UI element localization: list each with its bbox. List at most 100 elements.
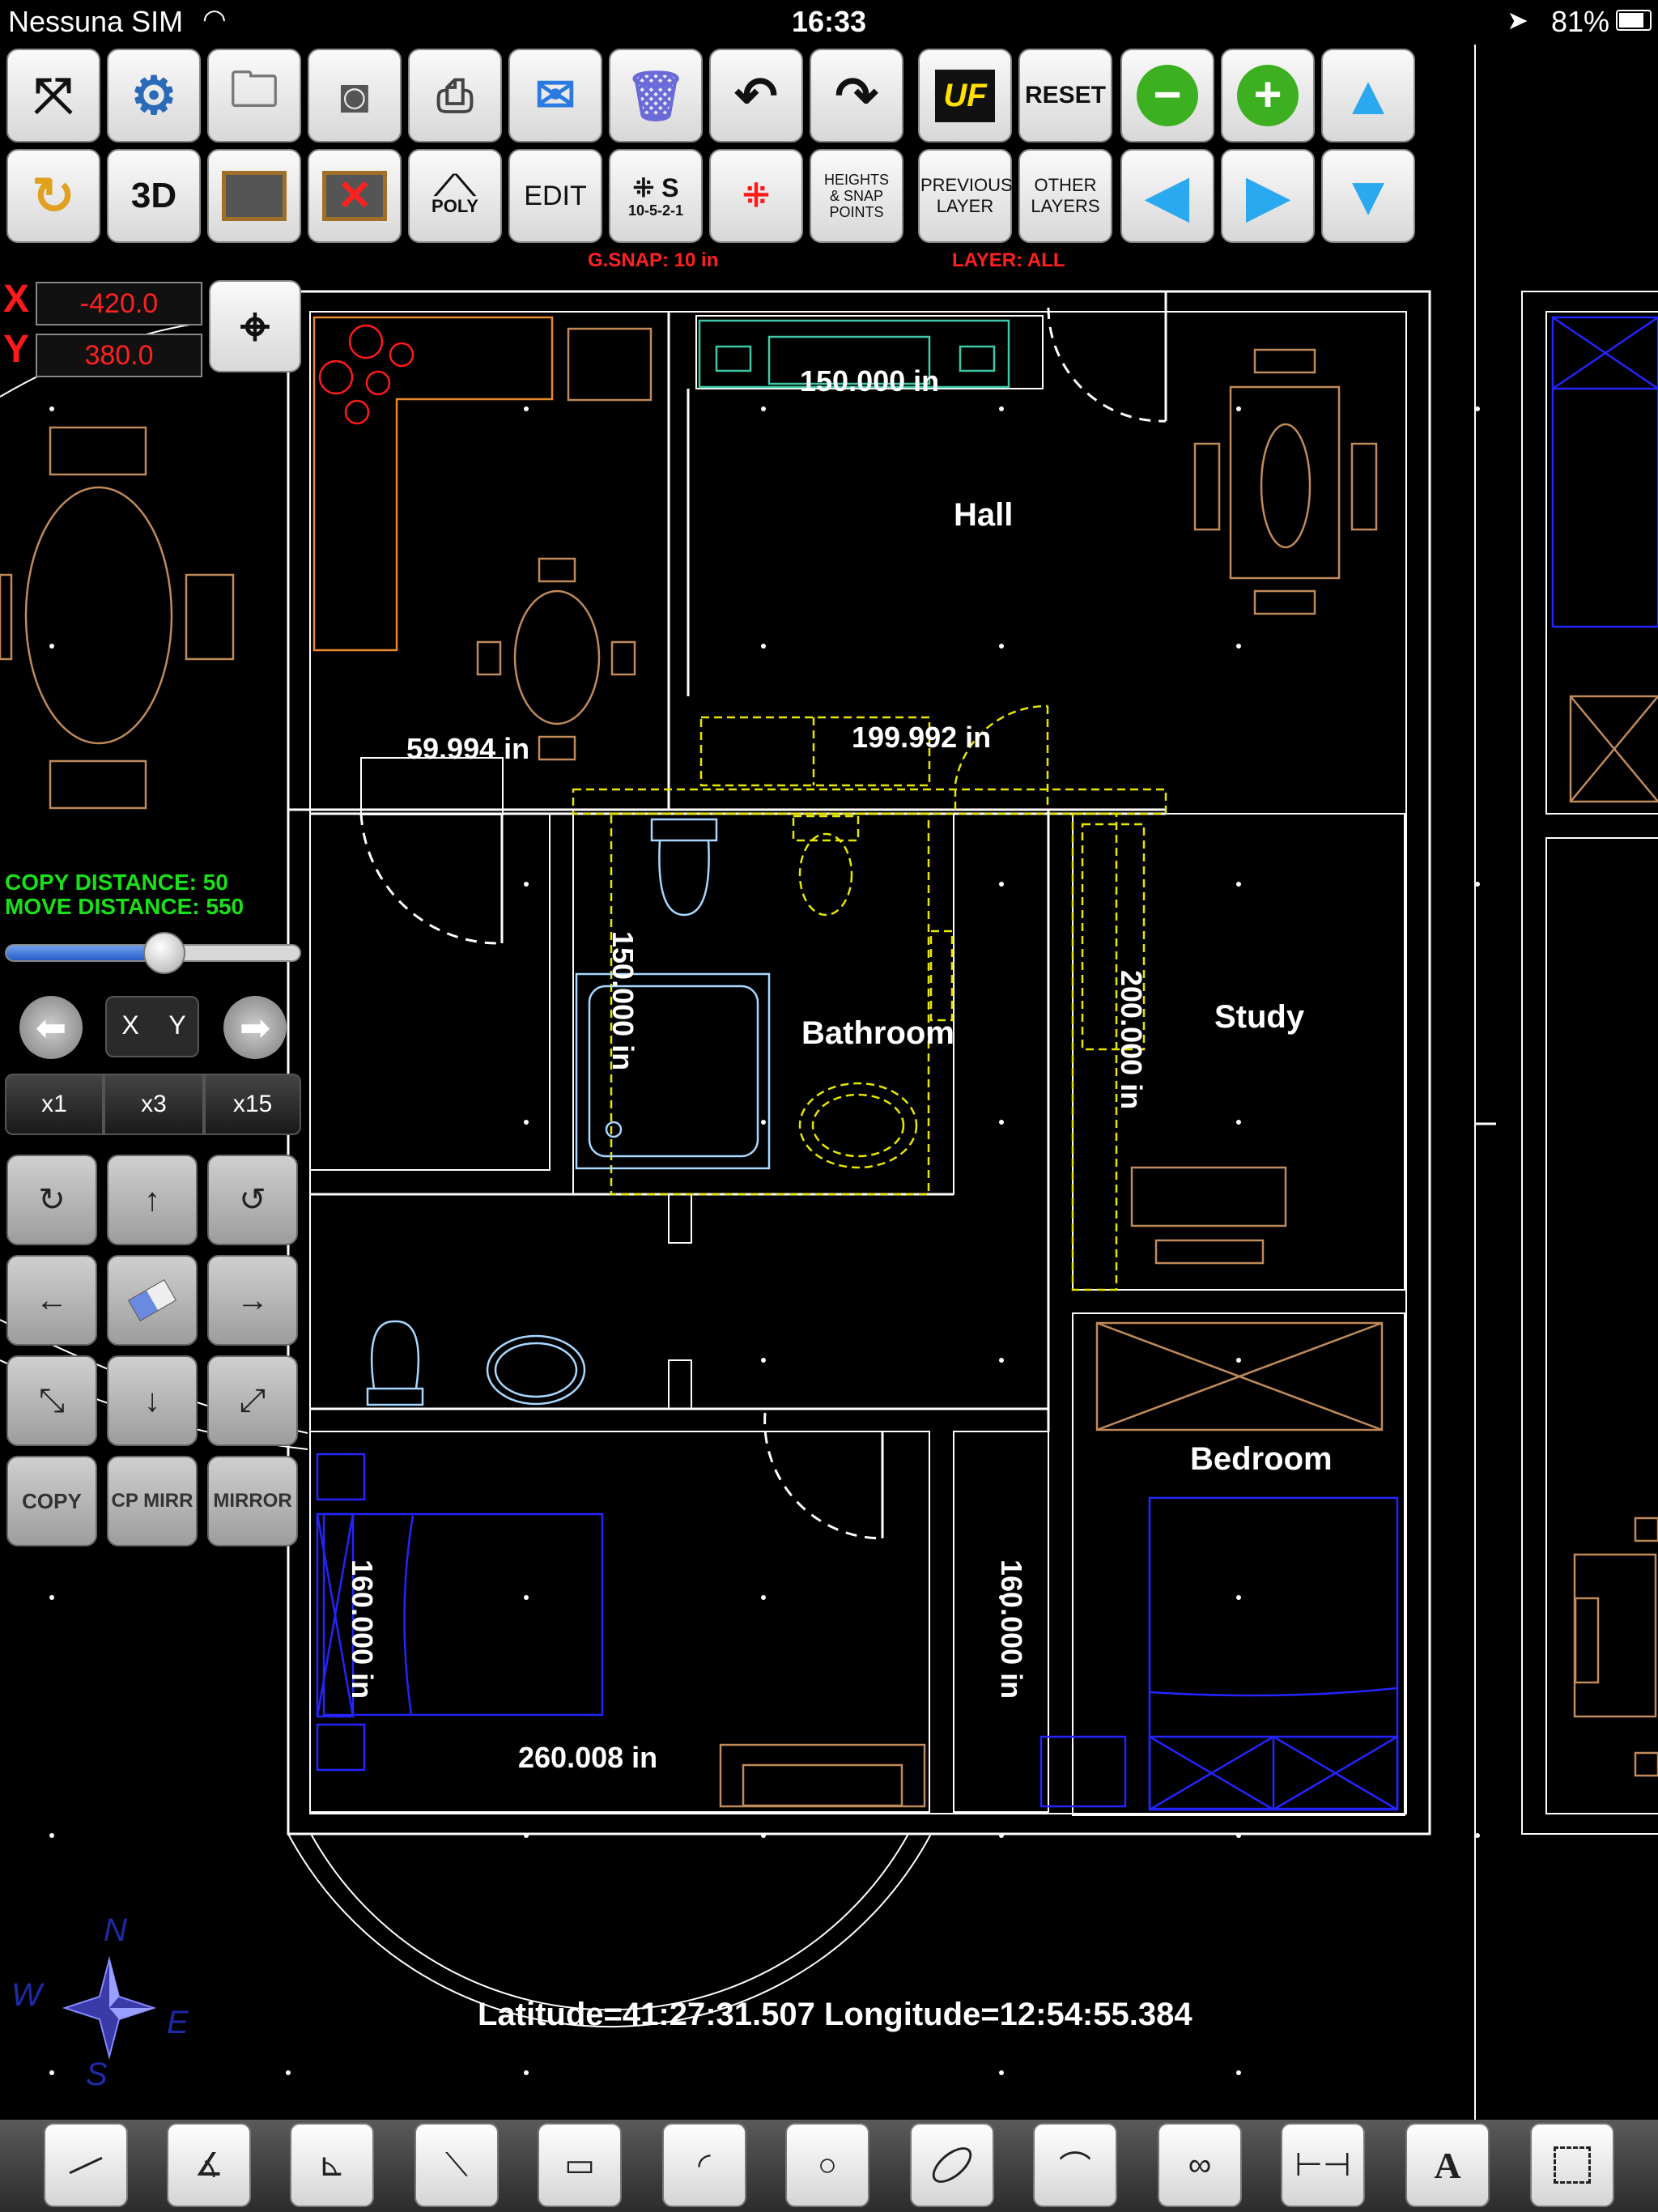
email-button[interactable]: ✉ xyxy=(508,49,602,143)
background-image-button[interactable] xyxy=(207,149,301,243)
print-button[interactable]: ⎙ xyxy=(408,49,502,143)
reset-button[interactable]: RESET xyxy=(1018,49,1112,143)
3d-button[interactable]: 3D xyxy=(107,149,201,243)
copy-distance-label: COPY DISTANCE: 50 xyxy=(5,870,228,895)
pan-down-button[interactable]: ▼ xyxy=(1321,149,1415,243)
ellipse-tool-button[interactable] xyxy=(910,2123,994,2207)
circle-tool-button[interactable]: ○ xyxy=(785,2123,869,2207)
room-label-study: Study xyxy=(1214,999,1305,1035)
zoom-out-button[interactable]: − xyxy=(1120,49,1214,143)
compass-w: W xyxy=(11,1977,42,2013)
picture-icon xyxy=(222,171,287,221)
settings-button[interactable]: ⚙ xyxy=(107,49,201,143)
poly-button[interactable]: ⟋⟍POLY xyxy=(408,149,502,243)
axis-x-toggle[interactable]: X xyxy=(121,1010,139,1040)
x-coord-field[interactable]: -420.0 xyxy=(36,282,202,325)
text-icon: A xyxy=(1434,2144,1461,2186)
copy-button[interactable]: COPY xyxy=(6,1456,97,1546)
move-left-button[interactable]: ← xyxy=(6,1255,97,1346)
rotate-ccw-button[interactable]: ↺ xyxy=(207,1155,298,1245)
wifi-icon: ◠ xyxy=(202,4,227,35)
text-tool-button[interactable]: A xyxy=(1405,2123,1490,2207)
open-file-button[interactable]: 🗀 xyxy=(207,49,301,143)
select-rect-tool-button[interactable] xyxy=(1530,2123,1614,2207)
triangle-left-icon: ◀ xyxy=(1146,164,1189,227)
rotate-cw-button[interactable]: ↻ xyxy=(6,1155,97,1245)
zoom-in-button[interactable]: + xyxy=(1221,49,1315,143)
redo-button[interactable]: ↷ xyxy=(810,49,903,143)
line-tool-button[interactable] xyxy=(44,2123,128,2207)
step-forward-button[interactable]: ➡ xyxy=(223,996,287,1059)
compass-icon xyxy=(62,1956,157,2060)
snap-points-button[interactable]: ⁜ xyxy=(709,149,803,243)
dimension-tool-button[interactable]: ⊢⊣ xyxy=(1281,2123,1365,2207)
other-layers-button[interactable]: OTHER LAYERS xyxy=(1018,149,1112,243)
multiplier-x3[interactable]: x3 xyxy=(104,1074,204,1135)
multiplier-x15[interactable]: x15 xyxy=(204,1074,301,1135)
offset-line-icon: ⟍ xyxy=(445,2146,468,2183)
door-hall xyxy=(1047,307,1167,423)
copy-mirror-button[interactable]: CP MIRR xyxy=(107,1456,198,1546)
folder-icon: 🗀 xyxy=(230,62,278,117)
pan-up-button[interactable]: ▲ xyxy=(1321,49,1415,143)
rotate-cw-icon: ↻ xyxy=(38,1182,66,1218)
perpendicular-tool-button[interactable]: ⊾ xyxy=(290,2123,374,2207)
arc-tool-button[interactable]: ◜ xyxy=(662,2123,746,2207)
trash-icon: 🗑 xyxy=(624,68,687,123)
door-left xyxy=(359,813,503,945)
step-back-button[interactable]: ⬅ xyxy=(19,996,83,1059)
curve-tool-button[interactable]: ⌒ xyxy=(1033,2123,1117,2207)
arrow-down-icon: ↓ xyxy=(144,1382,160,1419)
location-icon: ➤ xyxy=(1507,6,1528,35)
slider-fill xyxy=(6,946,165,960)
crosshair-button[interactable]: ⌖ xyxy=(209,280,301,372)
history-button[interactable]: ↻ xyxy=(6,149,100,243)
pan-left-button[interactable]: ◀ xyxy=(1120,149,1214,243)
minus-icon: − xyxy=(1137,65,1198,126)
mirror-button[interactable]: MIRROR xyxy=(207,1456,298,1546)
previous-layer-button[interactable]: PREVIOUS LAYER xyxy=(918,149,1013,243)
uf-button[interactable]: UF xyxy=(918,49,1012,143)
arrow-left-icon: ← xyxy=(36,1282,68,1318)
geo-coordinates: Latitude=41:27:31.507 Longitude=12:54:55… xyxy=(478,1997,1192,2032)
battery-percent: 81% xyxy=(1550,5,1609,38)
snap-points-icon: ⁜ xyxy=(742,178,770,214)
rectangle-tool-button[interactable]: ▭ xyxy=(538,2123,622,2207)
screenshot-button[interactable]: ◙ xyxy=(308,49,402,143)
undo-button[interactable]: ↶ xyxy=(709,49,803,143)
axis-y-toggle[interactable]: Y xyxy=(168,1010,186,1040)
trash-button[interactable]: 🗑 xyxy=(609,49,703,143)
beds xyxy=(316,316,1658,1811)
slider-knob[interactable] xyxy=(143,932,186,974)
move-up-button[interactable]: ↑ xyxy=(107,1155,198,1245)
infinity-tool-button[interactable]: ∞ xyxy=(1158,2123,1242,2207)
dimension-label: 150.000 in xyxy=(606,931,640,1071)
scale-up-button[interactable]: ⤢ xyxy=(207,1355,298,1446)
select-rect-icon xyxy=(1554,2146,1591,2184)
multiplier-x1[interactable]: x1 xyxy=(5,1074,104,1135)
y-coord-field[interactable]: 380.0 xyxy=(36,334,202,377)
pan-right-button[interactable]: ▶ xyxy=(1221,149,1315,243)
eraser-button[interactable] xyxy=(107,1255,198,1346)
camera-icon: ◙ xyxy=(339,68,370,123)
distance-slider[interactable] xyxy=(5,932,301,974)
gear-icon: ⚙ xyxy=(130,66,177,125)
edit-button[interactable]: EDIT xyxy=(508,149,602,243)
dimension-label: 200.000 in xyxy=(1115,970,1148,1110)
dimension-label: 260.008 in xyxy=(518,1741,658,1774)
offset-line-tool-button[interactable]: ⟍ xyxy=(414,2123,499,2207)
eraser-icon xyxy=(127,1279,177,1321)
zoom-extents-button[interactable]: ⤧ xyxy=(6,49,100,143)
scale-down-button[interactable]: ⤡ xyxy=(6,1355,97,1446)
angle-tool-button[interactable]: ∡ xyxy=(167,2123,251,2207)
remove-background-button[interactable]: ✕ xyxy=(308,149,402,243)
heights-snap-points-button[interactable]: HEIGHTS & SNAP POINTS xyxy=(810,149,903,243)
ellipse-icon xyxy=(926,2140,978,2190)
status-bar: Nessuna SIM ◠ 16:33 ➤ 81% xyxy=(0,0,1658,42)
triangle-up-icon: ▲ xyxy=(1341,65,1396,126)
move-right-button[interactable]: → xyxy=(207,1255,298,1346)
move-down-button[interactable]: ↓ xyxy=(107,1355,198,1446)
dimension-label: 150.000 in xyxy=(800,364,940,398)
